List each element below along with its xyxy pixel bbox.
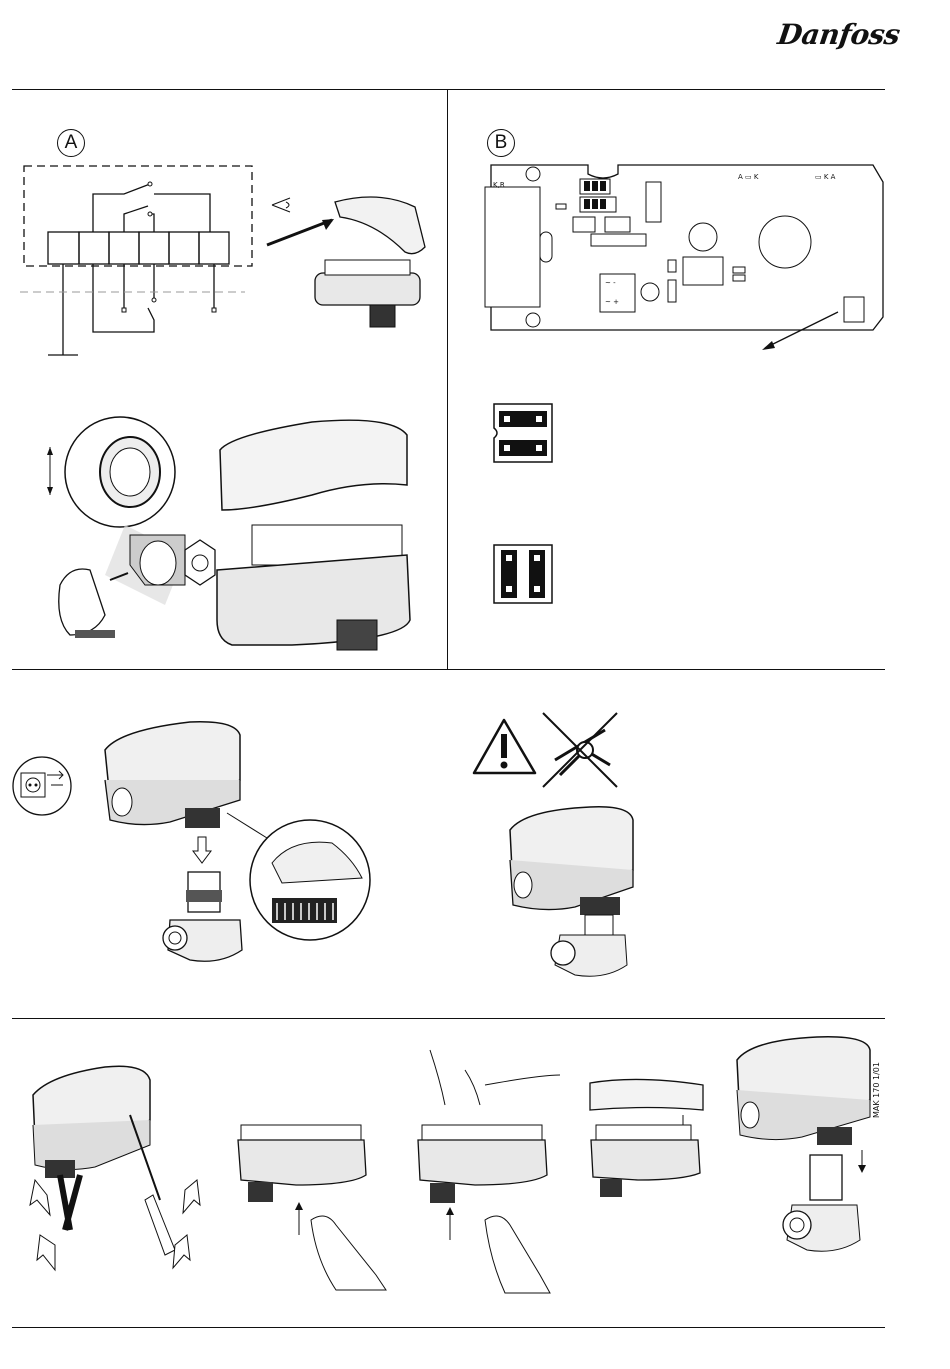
actuator-remount bbox=[732, 1035, 872, 1285]
pcb-psu-plus: ~ + bbox=[605, 298, 619, 306]
actuator-open-large bbox=[212, 520, 417, 660]
section-a-label: A bbox=[57, 129, 85, 157]
pcb-psu-minus: ~ - bbox=[605, 279, 616, 287]
section-rule-2 bbox=[12, 1018, 885, 1019]
header-rule bbox=[12, 89, 885, 90]
warning-icon bbox=[472, 718, 537, 776]
pcb-label-kr: K,R bbox=[493, 181, 505, 189]
section-b-label: B bbox=[487, 129, 515, 157]
actuator-open-small bbox=[310, 255, 425, 335]
cover-large bbox=[212, 410, 417, 520]
actuator-hand-tighten bbox=[505, 805, 635, 985]
pcb-label-a-k: A ▭ K bbox=[738, 173, 758, 181]
cable-gland-parts bbox=[50, 525, 220, 655]
actuator-reset-1 bbox=[236, 1110, 396, 1290]
pcb-label-k-a: ▭ K A bbox=[815, 173, 835, 181]
jumper-horizontal bbox=[492, 402, 554, 464]
column-divider bbox=[447, 89, 448, 669]
mounting-magnifier bbox=[222, 808, 372, 943]
actuator-reset-2 bbox=[410, 1045, 570, 1295]
section-rule-1 bbox=[12, 669, 885, 670]
mounting-arrow-down bbox=[192, 835, 212, 865]
jumper-vertical bbox=[492, 543, 554, 605]
document-code: MAK 170 1/01 bbox=[872, 1062, 881, 1118]
footer-rule bbox=[12, 1327, 885, 1328]
unplug-icon bbox=[11, 755, 73, 817]
danfoss-logo: Danfoss bbox=[776, 18, 902, 51]
actuator-screwdriver bbox=[25, 1055, 205, 1285]
wiring-diagram bbox=[20, 160, 250, 370]
no-pliers-icon bbox=[540, 710, 620, 790]
actuator-cover-replace bbox=[588, 1075, 708, 1205]
pcb-arrow bbox=[760, 310, 840, 355]
